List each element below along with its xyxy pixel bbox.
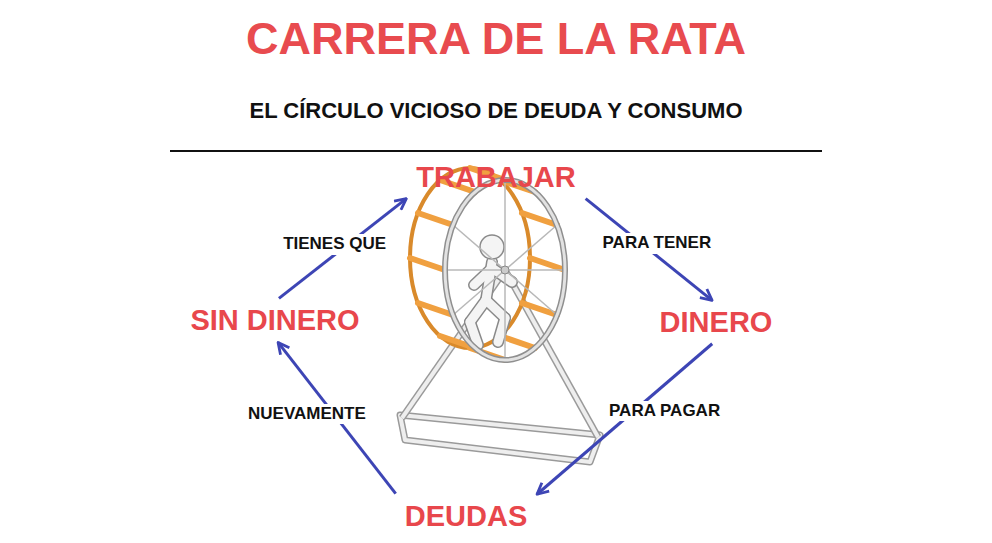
- arrow-label: NUEVAMENTE: [244, 404, 370, 425]
- cycle-step: DINERO: [654, 304, 779, 341]
- diagram-title: CARRERA DE LA RATA: [246, 16, 746, 61]
- cycle-arrow: [279, 199, 406, 299]
- subtitle-text: EL CÍRCULO VICIOSO DE DEUDA Y CONSUMO: [249, 99, 742, 123]
- cycle-step: TRABAJAR: [410, 159, 582, 196]
- step-text: SIN DINERO: [190, 306, 359, 335]
- arrow-label: PARA PAGAR: [605, 401, 724, 422]
- wheel-stand: [400, 270, 600, 462]
- cycle-step: SIN DINERO: [184, 302, 365, 339]
- divider-line: [170, 150, 822, 152]
- arrow-label: TIENES QUE: [279, 234, 390, 255]
- cycle-step: DEUDAS: [399, 498, 533, 535]
- wheel-slats: [410, 168, 565, 360]
- step-text: DINERO: [660, 308, 773, 337]
- wheel-front-rim: [445, 180, 565, 360]
- arrow-label: PARA TENER: [599, 233, 716, 254]
- step-text: DEUDAS: [405, 502, 527, 531]
- step-text: TRABAJAR: [416, 163, 576, 192]
